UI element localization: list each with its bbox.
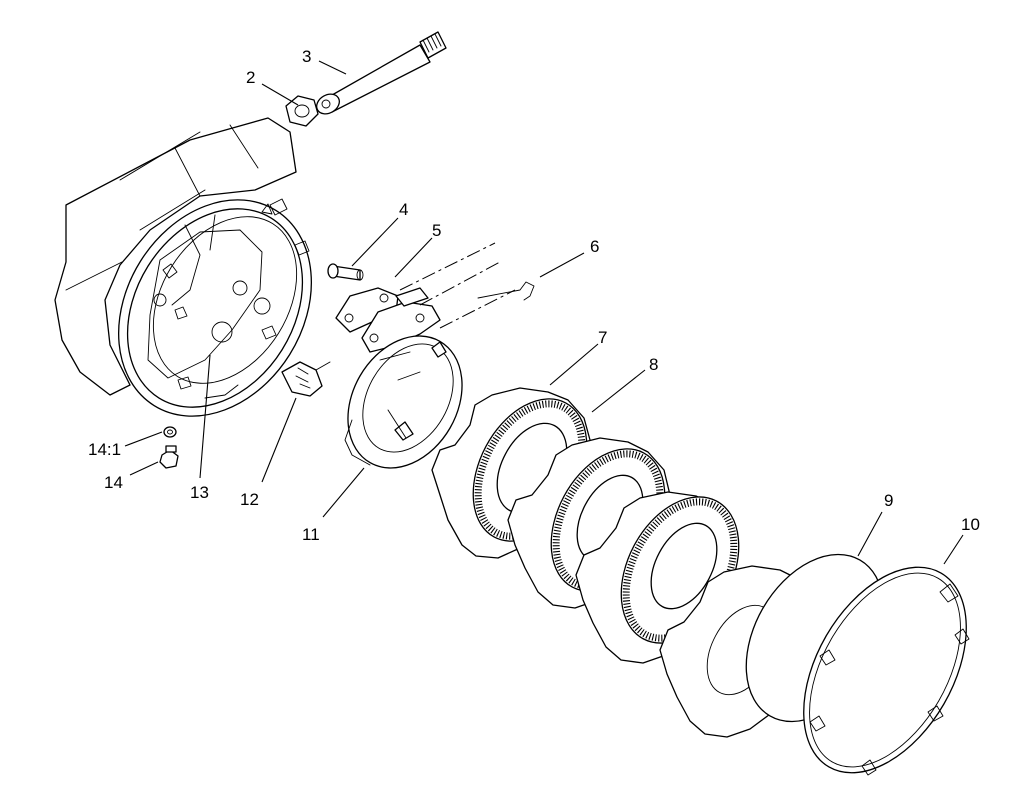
- callout-5: 5: [432, 221, 441, 240]
- callout-9: 9: [884, 491, 893, 510]
- callout-12: 12: [240, 490, 259, 509]
- callout-6: 6: [590, 237, 599, 256]
- brake-band-11: [344, 335, 463, 469]
- pin-4: [327, 263, 364, 281]
- callout-4: 4: [399, 200, 408, 219]
- bolt-3: [316, 31, 447, 115]
- callout-3: 3: [302, 47, 311, 66]
- lever-link-5: [335, 242, 516, 353]
- callout-11: 11: [302, 525, 320, 544]
- callout-10: 10: [961, 515, 980, 534]
- drain-plug-14: [159, 445, 179, 469]
- key-12: [281, 361, 331, 397]
- spring-clip-6: [477, 281, 535, 301]
- callout-2: 2: [246, 68, 255, 87]
- callout-14-1: 14:1: [88, 440, 121, 459]
- brake-housing: [54, 117, 312, 417]
- callout-13: 13: [190, 483, 209, 502]
- cover-plate-10: [803, 566, 970, 776]
- callout-labels: 2 3 4 5 6 7 8 9 10 11 12 13 14 14:1: [88, 47, 980, 544]
- nut-2: [285, 95, 319, 127]
- washer-14-1: [163, 426, 177, 438]
- leader-lines: [124, 60, 964, 565]
- callout-14: 14: [104, 473, 123, 492]
- callout-7: 7: [598, 328, 607, 347]
- callout-8: 8: [649, 355, 658, 374]
